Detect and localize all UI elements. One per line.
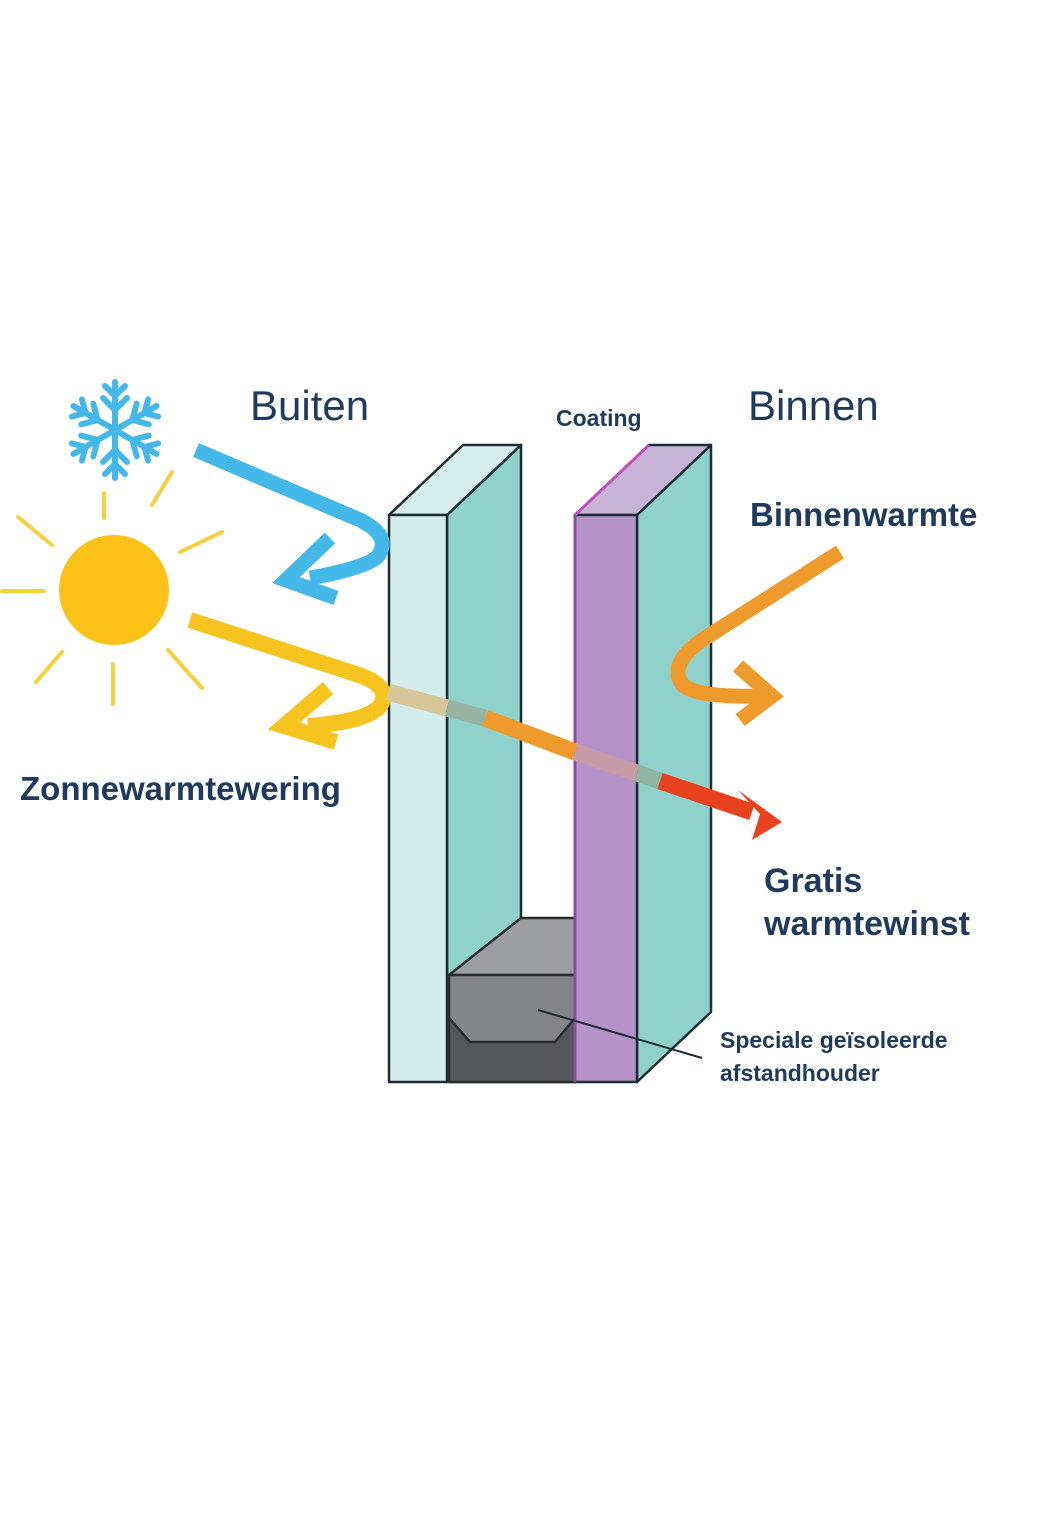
label-binnenwarmte: Binnenwarmte [750, 496, 977, 533]
label-gratis: Gratis [764, 862, 862, 900]
labels: Buiten Binnen Coating Binnenwarmte Zonne… [20, 382, 977, 1086]
inner-glass-pane [573, 443, 713, 1084]
inner-heat-arrow [670, 545, 845, 726]
spacer-leader-line [537, 1009, 703, 1059]
label-spacer-line2: afstandhouder [720, 1060, 880, 1086]
coating-layer [573, 513, 639, 1084]
label-zonnewarmtewering: Zonnewarmtewering [20, 770, 341, 807]
label-binnen: Binnen [748, 382, 879, 429]
glass-unit [387, 443, 713, 1084]
solar-transmission-arrow [385, 683, 782, 840]
snowflake-icon [67, 379, 162, 478]
cold-reflection-arrow [193, 443, 390, 606]
solar-rejection-arrow [187, 612, 392, 750]
label-buiten: Buiten [250, 382, 369, 429]
label-warmtewinst: warmtewinst [763, 905, 970, 943]
sun-icon [0, 470, 224, 706]
outer-glass-pane [387, 443, 523, 1084]
label-spacer-line1: Speciale geïsoleerde [720, 1027, 948, 1053]
label-coating: Coating [556, 405, 642, 431]
